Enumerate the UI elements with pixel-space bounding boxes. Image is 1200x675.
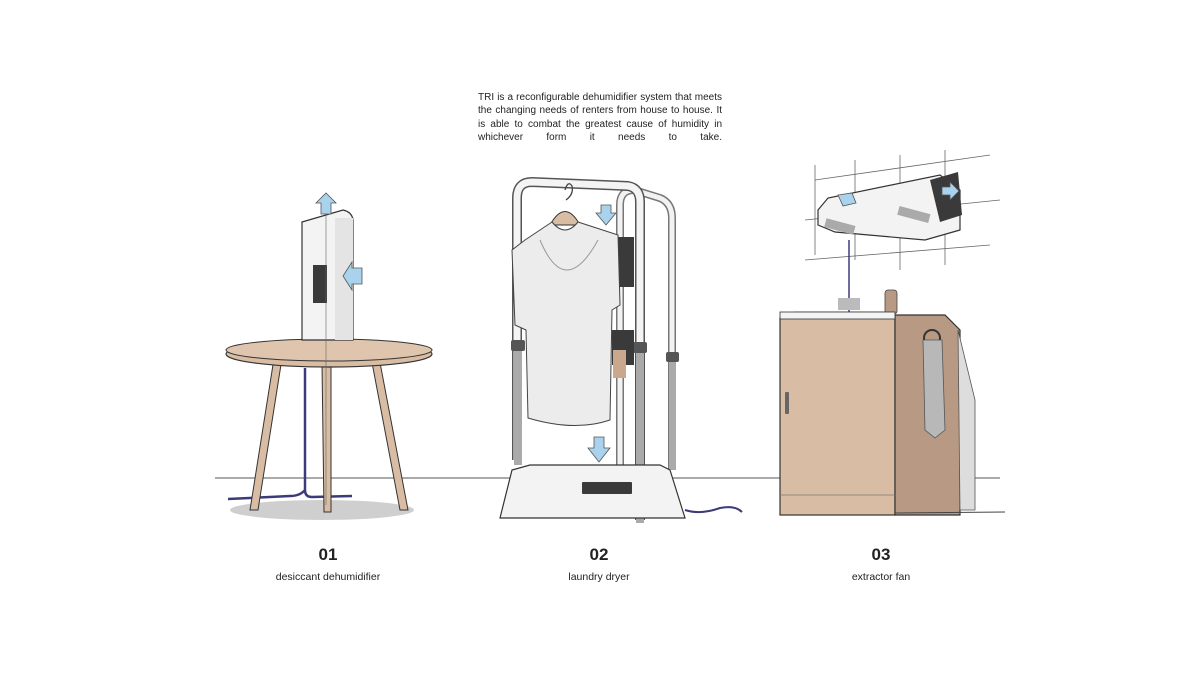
control-panel [313, 265, 327, 303]
airflow-in-arrow [595, 204, 617, 226]
table-shadow [230, 500, 414, 520]
lower-pole [514, 345, 522, 465]
power-cable [227, 368, 353, 501]
desiccant-dehumidifier-illustration [225, 192, 433, 520]
dehumidifier-side [335, 218, 353, 340]
lower-pole [636, 345, 644, 523]
table-leg [321, 363, 332, 513]
airflow-out-arrow [941, 181, 960, 201]
towel [922, 339, 946, 439]
dryer-control-panel [582, 482, 632, 494]
laundry-dryer-illustration [499, 176, 743, 523]
config-label-01: desiccant dehumidifier [275, 571, 381, 583]
config-number-02: 02 [589, 545, 609, 564]
airflow-in-arrow [837, 192, 857, 207]
table-leg [369, 351, 409, 511]
airflow-up-arrow [587, 436, 611, 463]
hanging-shirt [511, 221, 621, 426]
cabinet-handle [785, 392, 789, 414]
soap-bottle [884, 289, 898, 315]
config-number-03: 03 [871, 545, 891, 564]
config-number-01: 01 [318, 545, 338, 564]
pole-clamp [633, 342, 647, 353]
lower-pole [669, 355, 676, 470]
config-label-02: laundry dryer [568, 571, 630, 583]
extractor-fan-illustration [779, 150, 1006, 516]
cabinet-front [779, 317, 896, 516]
tabletop-surface [225, 338, 433, 362]
airflow-out-arrow [315, 192, 337, 215]
table-leg [249, 351, 284, 511]
config-label-03: extractor fan [851, 571, 911, 583]
pole-clamp [511, 340, 525, 351]
extractor-fan-body [817, 174, 961, 241]
airflow-in-arrow [342, 260, 363, 292]
pole-clamp [666, 352, 679, 362]
intro-paragraph: TRI is a reconfigurable dehumidifier sys… [478, 92, 722, 144]
